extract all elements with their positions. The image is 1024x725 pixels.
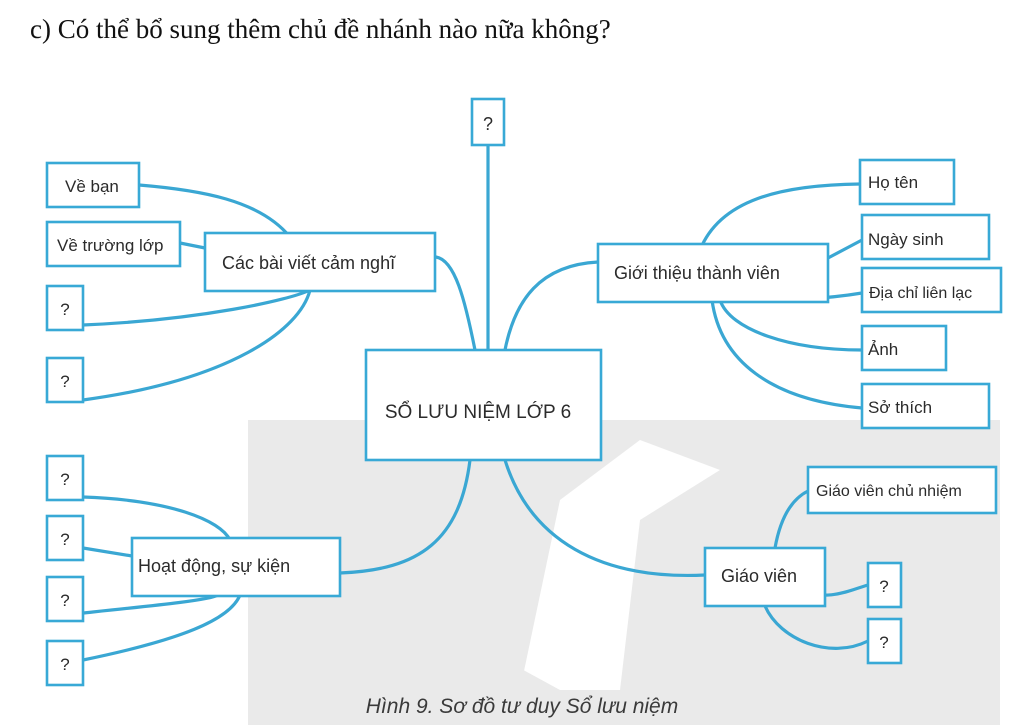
leaf-label: ?	[879, 633, 888, 652]
leaf-gvcn: Giáo viên chủ nhiệm	[806, 465, 998, 515]
leaf-dia-chi: Địa chỉ liên lạc	[860, 266, 1003, 314]
leaf-label: ?	[60, 591, 69, 610]
leaf-anh: Ảnh	[860, 324, 948, 372]
top-branch-node: ?	[470, 97, 506, 147]
leaf-label: ?	[60, 655, 69, 674]
top-branch-label: ?	[483, 114, 493, 134]
leaf-question-5: ?	[45, 575, 85, 623]
leaf-label: Về bạn	[65, 177, 119, 196]
leaf-ngay-sinh: Ngày sinh	[860, 213, 991, 261]
leaf-label: Sở thích	[868, 398, 932, 417]
figure-caption: Hình 9. Sơ đồ tư duy Sổ lưu niệm	[366, 695, 678, 718]
leaf-label: Về trường lớp	[57, 236, 163, 255]
branch-cac-bai-viet: Các bài viết cảm nghĩ	[203, 231, 437, 293]
leaf-ho-ten: Họ tên	[858, 158, 956, 206]
leaf-question-8: ?	[866, 617, 903, 665]
leaf-label: Giáo viên chủ nhiệm	[816, 483, 962, 500]
leaf-label: Địa chỉ liên lạc	[869, 285, 972, 302]
leaf-so-thich: Sở thích	[860, 382, 991, 430]
leaf-label: ?	[60, 372, 69, 391]
leaf-question-4: ?	[45, 514, 85, 562]
leaf-label: ?	[879, 577, 888, 596]
connectors	[81, 143, 870, 662]
branch-title: Hoạt động, sự kiện	[138, 556, 290, 576]
branch-title: Các bài viết cảm nghĩ	[222, 253, 396, 273]
center-label: SỔ LƯU NIỆM LỚP 6	[385, 401, 571, 423]
leaf-ve-ban: Về bạn	[45, 161, 141, 209]
leaf-label: Họ tên	[868, 173, 918, 192]
branch-title: Giới thiệu thành viên	[614, 263, 780, 283]
leaf-question-2: ?	[45, 356, 85, 404]
leaf-question-7: ?	[866, 561, 903, 609]
branch-gioi-thieu: Giới thiệu thành viên	[596, 242, 830, 304]
leaf-label: ?	[60, 470, 69, 489]
leaf-ve-truong-lop: Về trường lớp	[45, 220, 182, 268]
branch-title: Giáo viên	[721, 566, 797, 586]
leaf-label: ?	[60, 300, 69, 319]
leaf-label: Ảnh	[868, 340, 898, 359]
center-node: SỔ LƯU NIỆM LỚP 6	[364, 348, 603, 462]
branch-hoat-dong: Hoạt động, sự kiện	[130, 536, 342, 598]
leaf-question-6: ?	[45, 639, 85, 687]
leaf-label: Ngày sinh	[868, 230, 944, 249]
leaf-question-1: ?	[45, 284, 85, 332]
leaf-question-3: ?	[45, 454, 85, 502]
leaf-label: ?	[60, 530, 69, 549]
branch-giao-vien: Giáo viên	[703, 546, 827, 608]
question-text: c) Có thể bổ sung thêm chủ đề nhánh nào …	[30, 14, 611, 44]
